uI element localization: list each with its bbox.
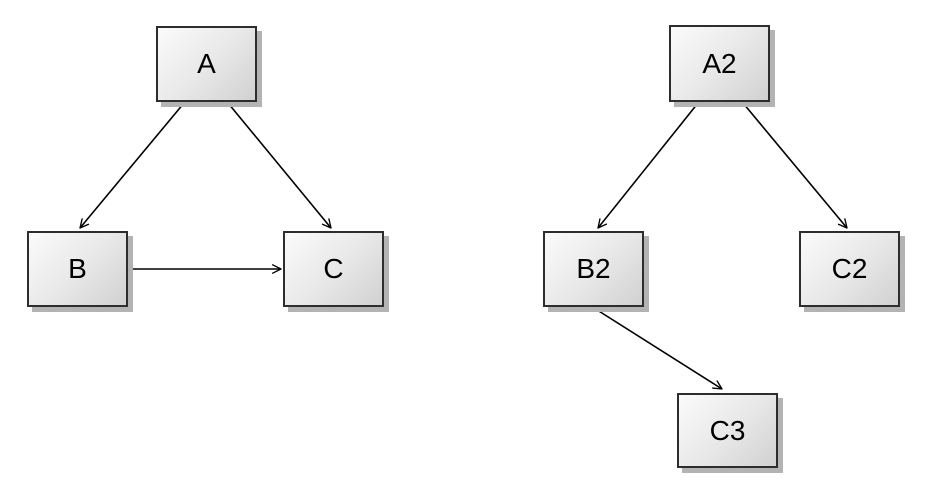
node-A2-label: A2 bbox=[702, 47, 737, 79]
edge-A-C bbox=[227, 102, 332, 229]
node-A-label: A bbox=[197, 48, 216, 79]
node-A: A bbox=[156, 26, 257, 102]
node-A2: A2 bbox=[669, 25, 770, 102]
node-B-label: B bbox=[68, 253, 87, 284]
edge-A-B bbox=[79, 102, 185, 229]
edge-A2-C2 bbox=[742, 102, 848, 229]
node-B2-label: B2 bbox=[576, 253, 611, 284]
node-C3-label: C3 bbox=[709, 414, 746, 446]
node-C2-label: C2 bbox=[831, 253, 868, 284]
edge-A2-B2 bbox=[597, 102, 699, 229]
edge-B2-C3 bbox=[593, 307, 723, 390]
node-C: C bbox=[283, 231, 384, 307]
node-B2: B2 bbox=[543, 231, 644, 307]
node-B: B bbox=[27, 231, 128, 307]
node-C3: C3 bbox=[677, 393, 778, 468]
node-C2: C2 bbox=[799, 231, 900, 307]
node-C-label: C bbox=[323, 253, 344, 284]
